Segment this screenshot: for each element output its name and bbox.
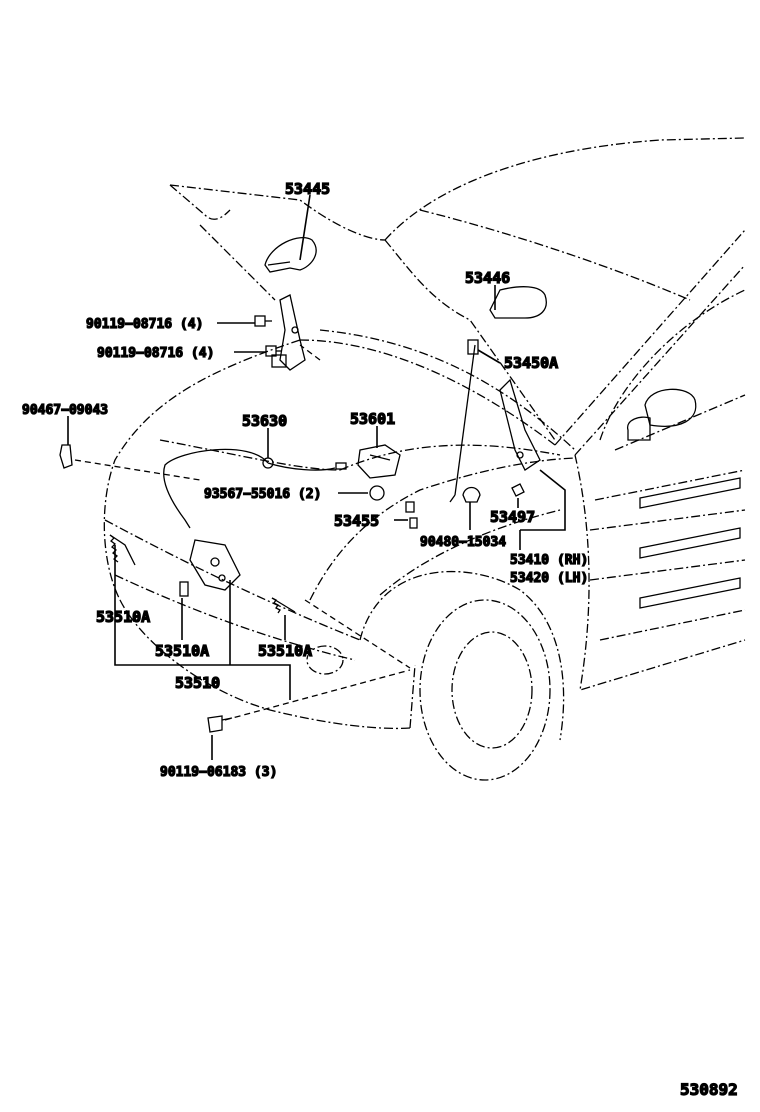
hood-hinge-left-icon (271, 294, 306, 371)
hood-release-lever-icon (357, 444, 401, 479)
part-label-90480-15034: 90480−15034 (420, 535, 506, 550)
hood-hinge-right-icon (499, 378, 541, 471)
part-label-53497: 53497 (490, 508, 535, 526)
door-trim-strips (639, 477, 741, 609)
leader-lines (67, 194, 566, 760)
part-label-93567-55016: 93567−55016 (2) (204, 487, 321, 502)
part-label-53455: 53455 (334, 512, 379, 530)
part-label-53420: 53420 (LH) (510, 571, 588, 586)
hinge-nut-icon (511, 483, 525, 497)
part-label-53510: 53510 (175, 674, 220, 692)
hood-insulator-left-icon (264, 236, 317, 273)
part-label-90119-06183: 90119−06183 (3) (160, 765, 277, 780)
part-label-90119-08716-a: 90119−08716 (4) (86, 317, 203, 332)
hinge-bolt-icon (254, 315, 282, 357)
hood-bumper-icon (405, 501, 418, 529)
part-label-53510A-mid: 53510A (155, 642, 209, 660)
part-number-labels: 53445 53446 90119−08716 (4) 90119−08716 … (21, 179, 738, 1099)
diagram-code: 530892 (680, 1080, 738, 1099)
clip-icon (59, 444, 73, 469)
part-label-53446: 53446 (465, 269, 510, 287)
part-label-53445: 53445 (285, 180, 330, 198)
grommet-icon (462, 486, 481, 503)
side-mirror-icon (627, 388, 697, 441)
hood-insulator-right-icon (489, 286, 547, 319)
part-label-53510A-left: 53510A (96, 608, 150, 626)
part-label-53601: 53601 (350, 410, 395, 428)
hood-support-rod-icon (449, 339, 479, 503)
part-label-53630: 53630 (242, 412, 287, 430)
car-body-outline (103, 137, 746, 781)
part-label-53410: 53410 (RH) (510, 553, 588, 568)
release-cable-icon (163, 448, 347, 529)
part-label-90467-09043: 90467−09043 (22, 403, 108, 418)
lock-spring-icon (109, 534, 281, 614)
part-label-53450A: 53450A (504, 354, 558, 372)
screw-icon (369, 485, 385, 501)
part-label-90119-08716-b: 90119−08716 (4) (97, 346, 214, 361)
part-label-53510A-right: 53510A (258, 642, 312, 660)
hood-lock-assembly-icon (109, 534, 296, 613)
dashed-guide-lines (74, 344, 411, 721)
lock-bolt-icon (207, 715, 233, 733)
